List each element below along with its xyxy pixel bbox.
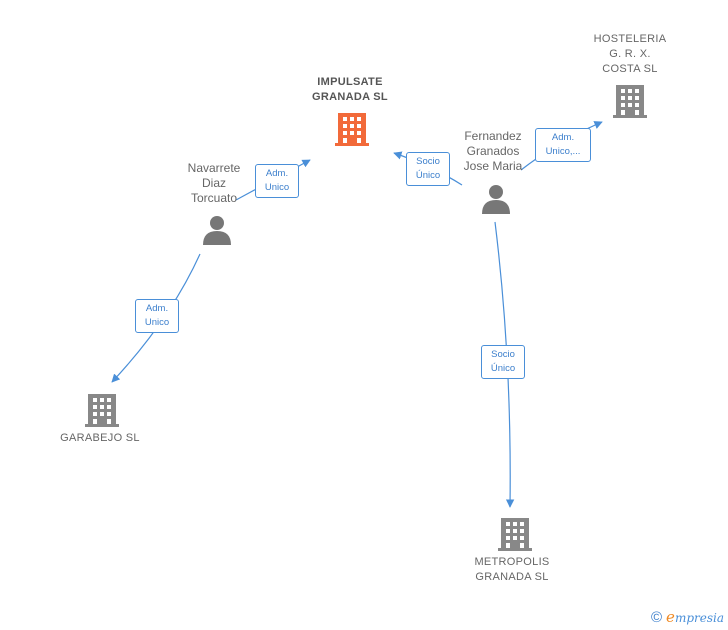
company-label-impulsate[interactable]: IMPULSATE GRANADA SL (312, 76, 388, 103)
building-icon[interactable] (335, 113, 369, 146)
copyright-symbol: © (650, 608, 663, 626)
building-icon[interactable] (613, 85, 647, 118)
person-label-navarrete[interactable]: Navarrete Diaz Torcuato (187, 161, 241, 205)
company-label-metropolis[interactable]: METROPOLIS GRANADA SL (474, 556, 550, 583)
edge-label-fernandez-impulsate[interactable]: Socio Único (406, 152, 450, 186)
company-label-hosteleria[interactable]: HOSTELERIA G. R. X. COSTA SL (593, 33, 667, 75)
edge-label-navarrete-impulsate[interactable]: Adm. Unico (255, 164, 299, 198)
person-label-fernandez[interactable]: Fernandez Granados Jose Maria (463, 129, 523, 173)
building-icon[interactable] (85, 394, 119, 427)
building-icon[interactable] (498, 518, 532, 551)
brand-logo: © empresia (651, 608, 724, 626)
edge-label-fernandez-hosteleria[interactable]: Adm. Unico,... (535, 128, 591, 162)
company-label-garabejo[interactable]: GARABEJO SL (60, 432, 140, 444)
person-icon[interactable] (203, 216, 231, 245)
person-icon[interactable] (482, 185, 510, 214)
edge-label-navarrete-garabejo[interactable]: Adm. Unico (135, 299, 179, 333)
brand-wordmark: empresia (666, 608, 724, 626)
edge-label-fernandez-metropolis[interactable]: Socio Único (481, 345, 525, 379)
